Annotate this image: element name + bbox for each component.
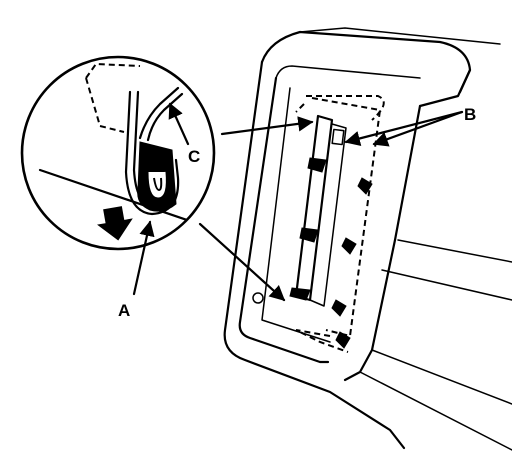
- label-c: C: [188, 147, 200, 166]
- clip-markers-b: [331, 177, 373, 349]
- label-a: A: [118, 301, 130, 320]
- door-panel: [223, 27, 512, 451]
- retainer-strip: [252, 114, 347, 307]
- label-b: B: [464, 105, 476, 124]
- leader-lines: [132, 102, 464, 302]
- detail-magnifier: [20, 55, 216, 251]
- clip-channel-outline: [295, 95, 385, 353]
